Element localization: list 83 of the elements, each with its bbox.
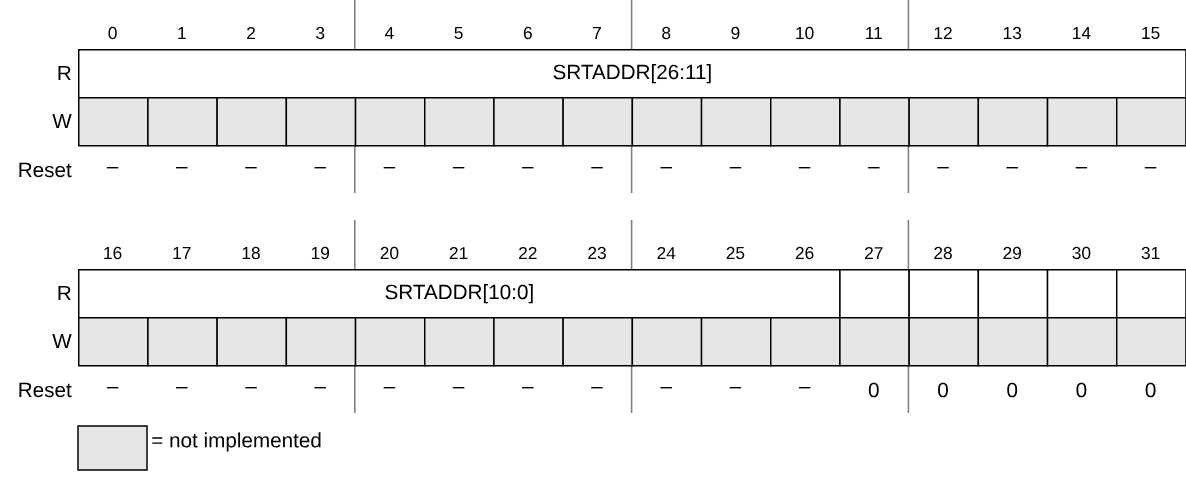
bit-number: 27 — [865, 246, 883, 260]
reset-value: – — [176, 387, 188, 389]
reset-value: – — [1075, 167, 1088, 169]
register-cell — [977, 317, 1049, 367]
register-cell — [1116, 97, 1186, 147]
register-cell — [78, 317, 149, 367]
register-cell — [908, 97, 980, 147]
register-cell — [354, 317, 426, 367]
register-cell — [1046, 97, 1118, 147]
register-cell — [631, 97, 703, 147]
register-cell — [493, 97, 564, 147]
reset-value: – — [591, 387, 603, 389]
reset-value: – — [522, 387, 534, 389]
register-cell — [1116, 317, 1186, 367]
reset-value: – — [798, 167, 811, 169]
reset-value: – — [314, 387, 326, 389]
register-cell — [908, 269, 980, 319]
reset-value: – — [452, 387, 465, 389]
reset-value: – — [798, 387, 811, 389]
register-cell — [839, 97, 910, 147]
reset-value: – — [383, 167, 396, 169]
row-label: R — [58, 65, 71, 81]
reset-value: 0 — [1076, 382, 1087, 398]
row-label: Reset — [19, 382, 72, 398]
register-cell — [424, 317, 495, 367]
register-cell — [285, 97, 357, 147]
register-cell — [770, 317, 841, 367]
reset-value: – — [314, 167, 326, 169]
register-cell — [147, 317, 218, 367]
bit-number: 31 — [1141, 246, 1160, 260]
bit-number: 30 — [1072, 246, 1091, 260]
reset-value: 0 — [868, 382, 879, 398]
register-cell — [1116, 269, 1186, 319]
reset-value: – — [868, 167, 880, 169]
register-cell — [78, 97, 149, 147]
reset-value: 0 — [1145, 382, 1156, 398]
reset-value: – — [522, 167, 534, 169]
register-cell — [977, 97, 1049, 147]
row-label: Reset — [19, 162, 72, 178]
register-cell — [147, 97, 218, 147]
register-cell — [770, 97, 841, 147]
register-cell — [839, 269, 910, 319]
reset-value: 0 — [938, 382, 948, 398]
reset-value: – — [591, 167, 603, 169]
bit-number: 29 — [1003, 246, 1021, 260]
legend-text: = not implemented — [152, 432, 321, 452]
register-cell — [631, 317, 703, 367]
field-box: SRTADDR[26:11] — [78, 49, 1186, 99]
reset-value: – — [106, 387, 119, 389]
register-cell — [700, 317, 772, 367]
reset-value: – — [245, 387, 257, 389]
reset-value: – — [1006, 167, 1018, 169]
register-cell — [562, 97, 634, 147]
reset-value: 0 — [1007, 382, 1018, 398]
reset-value: – — [660, 167, 672, 169]
reset-value: – — [452, 167, 465, 169]
register-cell — [1046, 317, 1118, 367]
reset-value: – — [729, 387, 742, 389]
row-label: W — [52, 333, 72, 349]
reset-value: – — [106, 167, 119, 169]
register-cell — [285, 317, 357, 367]
reset-value: – — [383, 387, 396, 389]
reset-value: – — [937, 167, 949, 169]
register-cell — [216, 317, 288, 367]
reset-value: – — [176, 167, 188, 169]
bit-number: 26 — [795, 246, 814, 260]
register-cell — [424, 97, 495, 147]
reset-value: – — [660, 387, 672, 389]
bit-number: 28 — [934, 246, 952, 260]
reset-value: – — [729, 167, 742, 169]
register-cell — [216, 97, 288, 147]
reset-value: – — [1144, 167, 1157, 169]
register-cell — [839, 317, 910, 367]
register-cell — [493, 317, 564, 367]
register-cell — [562, 317, 634, 367]
reset-value: – — [245, 167, 257, 169]
register-cell — [700, 97, 772, 147]
register-cell — [354, 97, 426, 147]
register-cell — [1046, 269, 1118, 319]
row-label: W — [52, 113, 72, 129]
register-cell — [908, 317, 980, 367]
register-cell — [977, 269, 1049, 319]
row-label: R — [58, 285, 71, 301]
